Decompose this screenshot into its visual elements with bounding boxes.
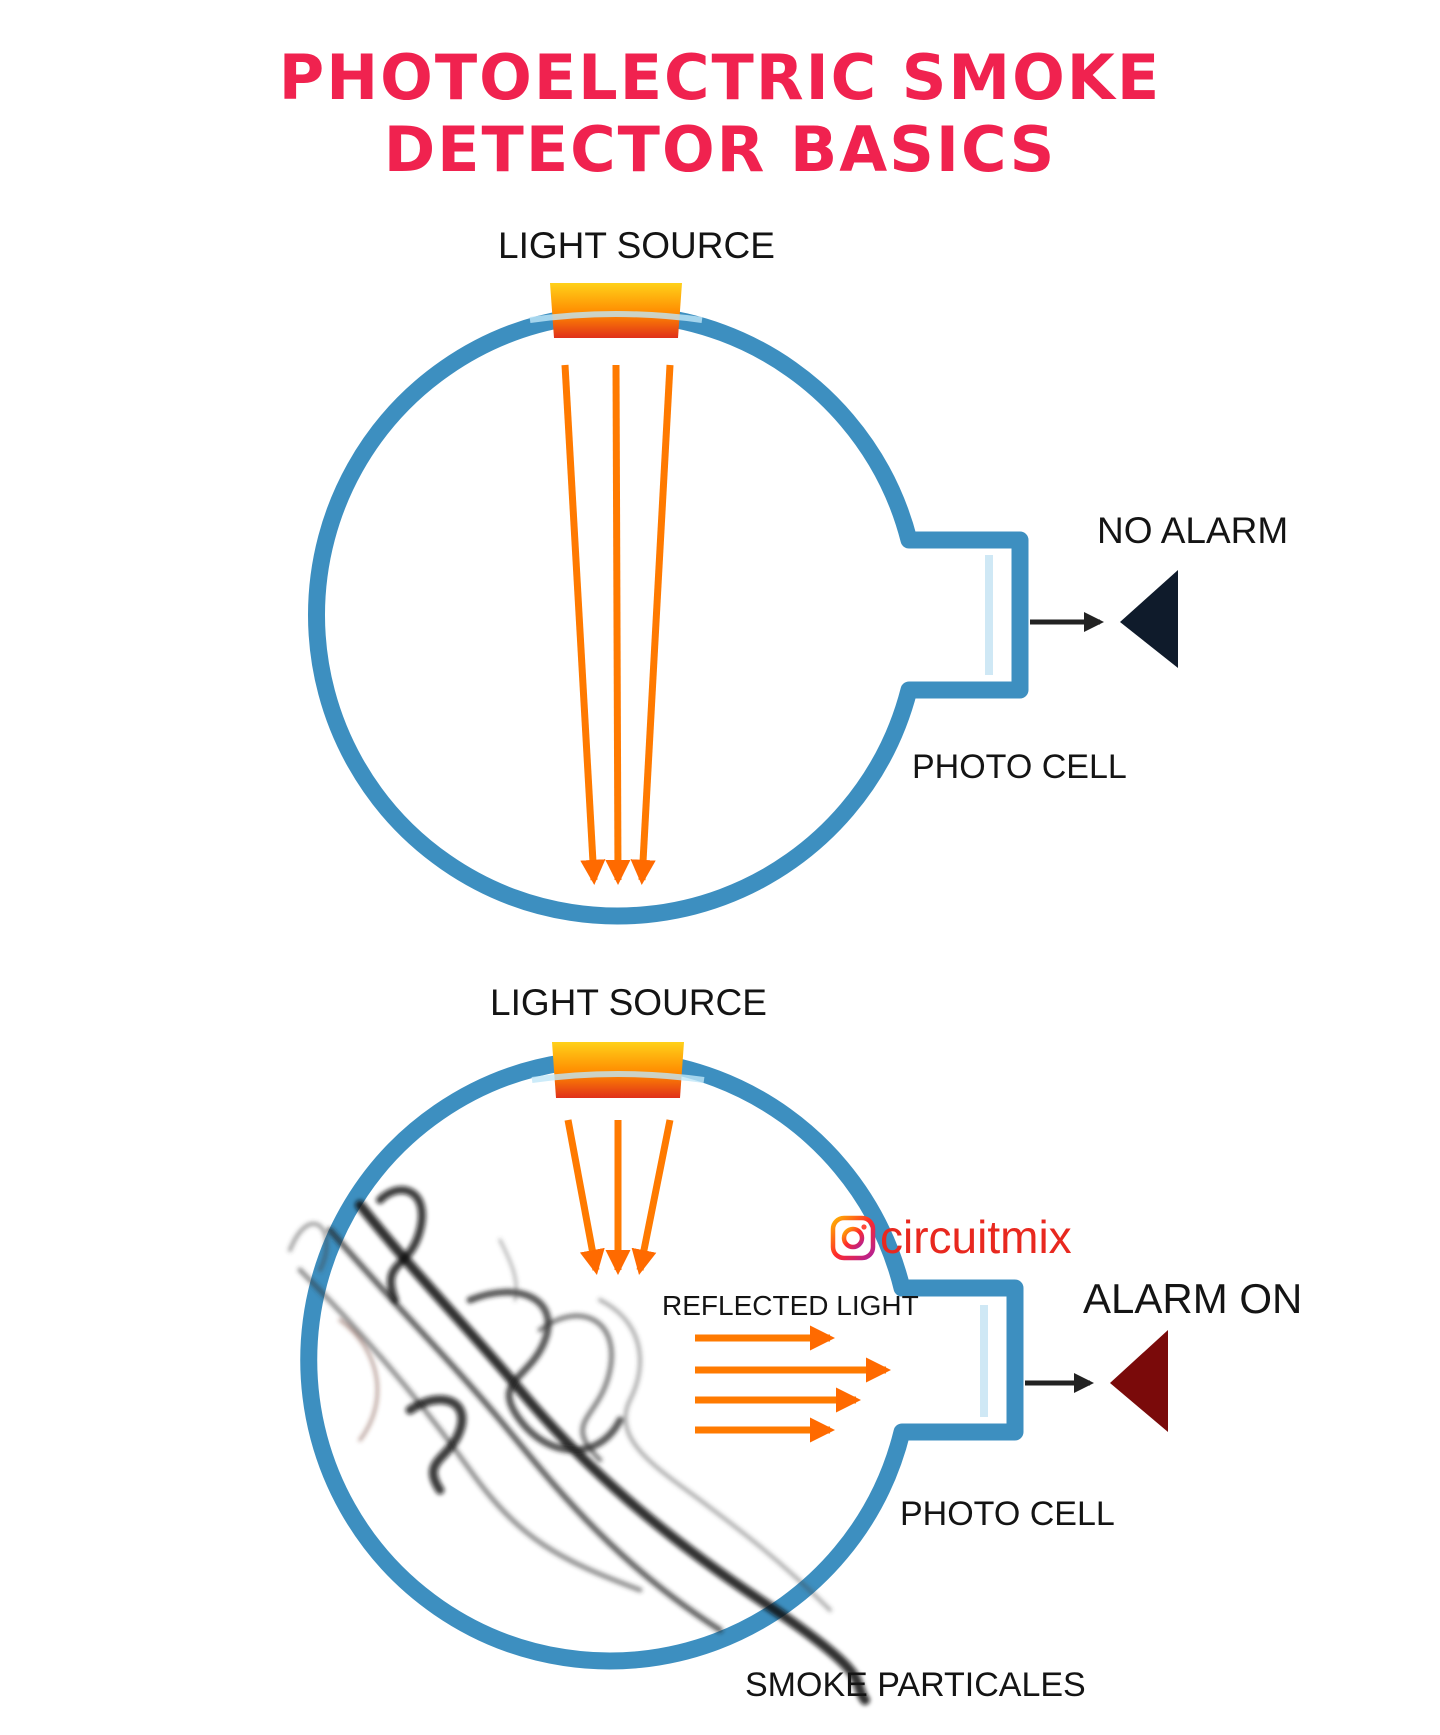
photo-cell-1 — [985, 555, 993, 675]
light-beams-2 — [564, 1119, 674, 1276]
reflected-light-label: REFLECTED LIGHT — [662, 1290, 919, 1321]
light-source-2 — [531, 1042, 705, 1098]
alarm-on-indicator — [1110, 1330, 1168, 1432]
light-source-label-2: LIGHT SOURCE — [490, 982, 767, 1023]
watermark-handle: circuitmix — [880, 1211, 1072, 1263]
alarm-status-label-2: ALARM ON — [1083, 1275, 1303, 1322]
detector-chamber-2 — [300, 1050, 1024, 1670]
light-source-label-1: LIGHT SOURCE — [498, 225, 775, 266]
reflected-light-arrows — [695, 1325, 892, 1443]
instagram-icon — [830, 1215, 876, 1261]
alarm-status-label-1: NO ALARM — [1097, 510, 1289, 551]
light-beam — [630, 364, 674, 886]
smoke-particles-label: SMOKE PARTICALES — [745, 1666, 1086, 1704]
light-beam — [564, 1119, 605, 1275]
photo-cell-label-2: PHOTO CELL — [900, 1495, 1115, 1533]
light-beam — [561, 364, 606, 886]
photo-cell-2 — [980, 1305, 988, 1417]
light-beam — [631, 1119, 674, 1275]
page-title: PHOTOELECTRIC SMOKE DETECTOR BASICS — [0, 42, 1440, 186]
smoke-particles — [288, 1186, 870, 1705]
photo-cell-label-1: PHOTO CELL — [912, 748, 1127, 786]
alarm-off-indicator — [1120, 570, 1178, 668]
detector-chamber-1 — [308, 305, 1029, 925]
light-beam — [605, 364, 631, 886]
light-source-1 — [529, 283, 703, 338]
title-line-1: PHOTOELECTRIC SMOKE — [278, 41, 1162, 114]
title-line-2: DETECTOR BASICS — [383, 113, 1057, 186]
light-beams-1 — [561, 364, 674, 886]
